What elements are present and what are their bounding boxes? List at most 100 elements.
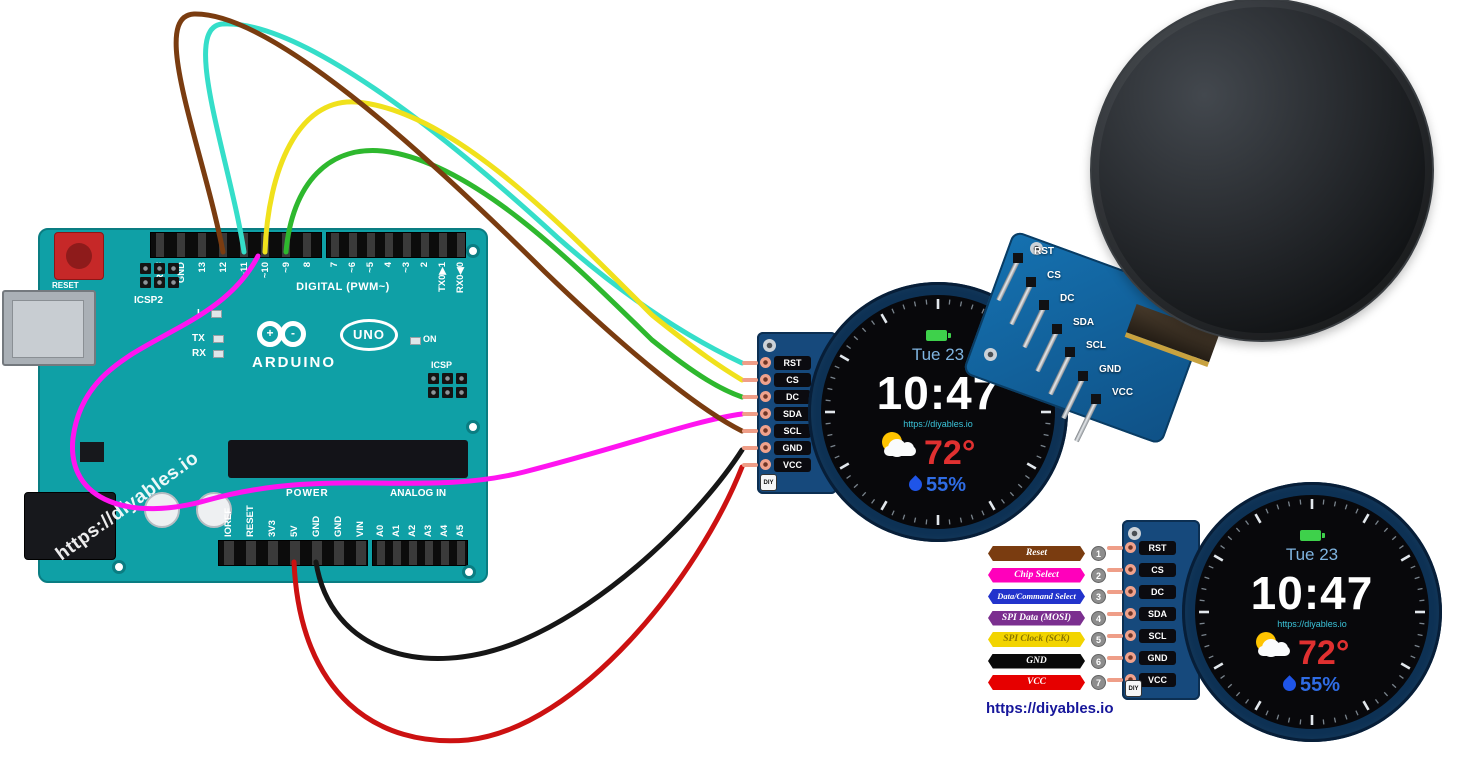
mounting-hole-icon	[466, 420, 480, 434]
legend-num-2: 2	[1091, 567, 1106, 583]
icsp-pin	[442, 387, 453, 398]
diy-logo: DIY	[760, 474, 777, 491]
mounting-hole-icon	[462, 565, 476, 579]
pin-pad	[760, 425, 771, 436]
pin-label-rst: RST	[774, 356, 811, 370]
analog-header	[372, 540, 468, 566]
infinity-logo-icon: -	[280, 321, 306, 347]
pin-label-scl: SCL	[1086, 340, 1106, 351]
battery-tip-icon	[1322, 533, 1325, 538]
pin-label-rst: RST	[1139, 541, 1176, 555]
pin-pad	[1125, 586, 1136, 597]
icsp-pin	[428, 387, 439, 398]
capacitor	[196, 492, 232, 528]
weather-cloud-icon	[884, 446, 916, 456]
pin-stub	[1107, 590, 1123, 594]
legend-num-1: 1	[1091, 546, 1106, 561]
header-pin-base	[1091, 394, 1101, 404]
battery-tip-icon	[948, 333, 951, 338]
legend-row-4: SPI Data (MOSI)	[988, 610, 1085, 626]
plus-sign: +	[266, 326, 274, 340]
icsp-pin	[456, 387, 467, 398]
power-jack	[24, 492, 116, 560]
brand-label: ARDUINO	[252, 354, 336, 371]
pin-label-cs: CS	[1139, 563, 1176, 577]
pin-stub	[1107, 568, 1123, 572]
pin-stub	[1107, 634, 1123, 638]
led-l-indicator	[211, 310, 222, 318]
pin-stub	[742, 463, 758, 467]
pin-pad	[1125, 652, 1136, 663]
pin-stub	[1107, 656, 1123, 660]
pin-pad	[760, 459, 771, 470]
header-pin-base	[1026, 276, 1036, 287]
mounting-hole-icon	[466, 244, 480, 258]
legend-num-7: 7	[1091, 675, 1106, 690]
power-label: POWER	[286, 488, 329, 499]
mounting-hole-icon	[1128, 527, 1141, 540]
pin-label-dc: DC	[1060, 293, 1075, 304]
pin-stub	[742, 378, 758, 382]
legend-row-2: Chip Select	[988, 567, 1085, 583]
watch-humidity: 55%	[1300, 674, 1341, 696]
icsp-label: ICSP	[431, 360, 453, 370]
mounting-hole-icon	[984, 348, 997, 361]
header-pin-base	[1065, 347, 1075, 357]
on-led-indicator	[410, 337, 421, 345]
led-tx-indicator	[213, 335, 224, 343]
pin-stub	[1107, 678, 1123, 682]
legend-num-5: 5	[1091, 632, 1106, 647]
minus-sign: -	[291, 326, 295, 340]
pin-pad	[1125, 630, 1136, 641]
icsp-pin	[140, 277, 151, 288]
site-url: https://diyables.io	[986, 700, 1114, 717]
icsp-pin	[154, 263, 165, 274]
icsp-pin	[456, 373, 467, 384]
legend-num-4: 4	[1091, 610, 1106, 626]
weather-cloud-icon	[1258, 646, 1290, 656]
pin-label-cs: CS	[774, 373, 811, 387]
pin-pad	[1125, 564, 1136, 575]
pin-stub	[742, 412, 758, 416]
led-rx-indicator	[213, 350, 224, 358]
pin-pad	[760, 374, 771, 385]
legend-row-6: GND	[988, 653, 1085, 669]
pin-pad	[760, 442, 771, 453]
model-label: UNO	[353, 327, 385, 342]
pin-stub	[1107, 612, 1123, 616]
watch-temperature: 72°	[1298, 634, 1350, 672]
wire-to-sda	[70, 253, 745, 512]
battery-icon	[926, 330, 947, 341]
pin-pad	[1125, 542, 1136, 553]
digital-header-left	[150, 232, 322, 258]
mounting-hole-icon	[1030, 242, 1043, 255]
led-rx-label: RX	[192, 348, 206, 359]
header-pin-base	[1078, 370, 1088, 381]
pin-pad	[760, 391, 771, 402]
analog-label: ANALOG IN	[390, 488, 447, 499]
pin-pad	[760, 357, 771, 368]
watch-temperature: 72°	[924, 434, 976, 472]
round-display-back	[1090, 0, 1434, 342]
pin-label-sda: SDA	[774, 407, 811, 421]
pin-label-vcc: VCC	[1112, 387, 1134, 398]
pin-label-scl: SCL	[1139, 629, 1176, 643]
pin-label-cs: CS	[1047, 269, 1061, 281]
icsp-pin	[442, 373, 453, 384]
pin-stub	[742, 446, 758, 450]
pin-stub	[742, 361, 758, 365]
pin-label-vcc: VCC	[774, 458, 811, 472]
legend-row-1: Reset	[988, 546, 1085, 561]
wire-to-vcc	[291, 464, 745, 744]
icsp-pin	[140, 263, 151, 274]
wire-to-gnd	[313, 447, 745, 661]
pin-label-rst: RST	[1034, 246, 1054, 257]
watch-date: Tue 23	[1285, 545, 1339, 564]
header-pin-base	[1039, 300, 1049, 310]
pin-label-gnd: GND	[774, 441, 811, 455]
pin-label-vcc: VCC	[1139, 673, 1176, 687]
header-pin-base	[1052, 323, 1062, 334]
legend-row-7: VCC	[988, 675, 1085, 690]
